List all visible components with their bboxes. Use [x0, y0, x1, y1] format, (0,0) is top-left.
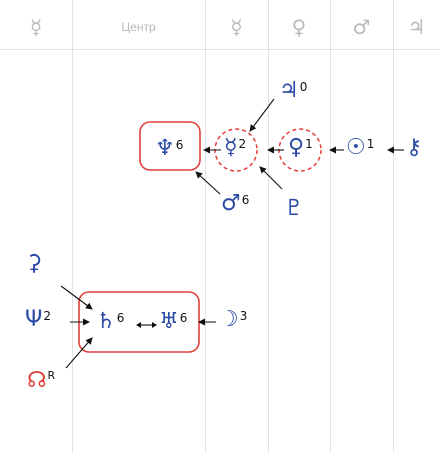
mars-count: 6 [241, 193, 250, 207]
uranus-count: 6 [179, 311, 188, 325]
arrow-jupiter-mercury [249, 98, 275, 132]
header-col-mercury-left: ☿ [29, 15, 43, 39]
grid-line [72, 0, 73, 452]
venus-count: 1 [305, 137, 313, 151]
header-col-mars: ♂ [352, 15, 371, 39]
arrow-node-saturn [65, 337, 93, 369]
north-node-icon: ☊R [27, 368, 56, 393]
ceres-icon: ⚳ [26, 251, 43, 276]
sun-icon: ☉1 [346, 135, 375, 160]
pluto-icon: ♇ [284, 196, 304, 221]
uranus-icon: ♅6 [159, 309, 188, 334]
arrow-ceres-saturn [60, 285, 93, 310]
header-col-mercury: ☿ [230, 15, 243, 39]
saturn-icon: ♄6 [96, 309, 125, 334]
grid-line [205, 0, 206, 452]
node-retrograde-marker: R [47, 369, 56, 382]
arrow-mars-neptune [195, 171, 221, 195]
neptune-box-count: 6 [175, 138, 184, 152]
moon-icon: ☽3 [219, 307, 248, 332]
neptune-box-icon: ♆6 [155, 136, 184, 161]
sun-count: 1 [366, 137, 375, 151]
header-col-center: Центр [121, 20, 156, 34]
neptune-box [139, 121, 201, 171]
mercury-icon: ☿2 [224, 135, 247, 160]
neptune-icon: Ψ2 [25, 307, 51, 332]
header-col-jupiter: ♃ [407, 15, 426, 39]
mars-icon: ♂6 [221, 191, 250, 216]
saturn-count: 6 [116, 311, 125, 325]
grid-line [268, 0, 269, 452]
arrow-head-left [136, 322, 141, 328]
header-col-venus: ♀ [291, 15, 307, 39]
venus-icon: ♀1 [288, 135, 313, 160]
mercury-count: 2 [238, 137, 247, 151]
chiron-icon: ⚷ [406, 135, 423, 160]
arrow-pluto-mercury [259, 166, 283, 190]
neptune-count: 2 [43, 309, 51, 323]
header-divider [0, 49, 440, 50]
jupiter-count: 0 [299, 80, 308, 94]
grid-line [330, 0, 331, 452]
moon-count: 3 [239, 309, 248, 323]
jupiter-icon: ♃0 [279, 78, 308, 103]
arrow-head-right [152, 322, 157, 328]
grid-line [393, 0, 394, 452]
